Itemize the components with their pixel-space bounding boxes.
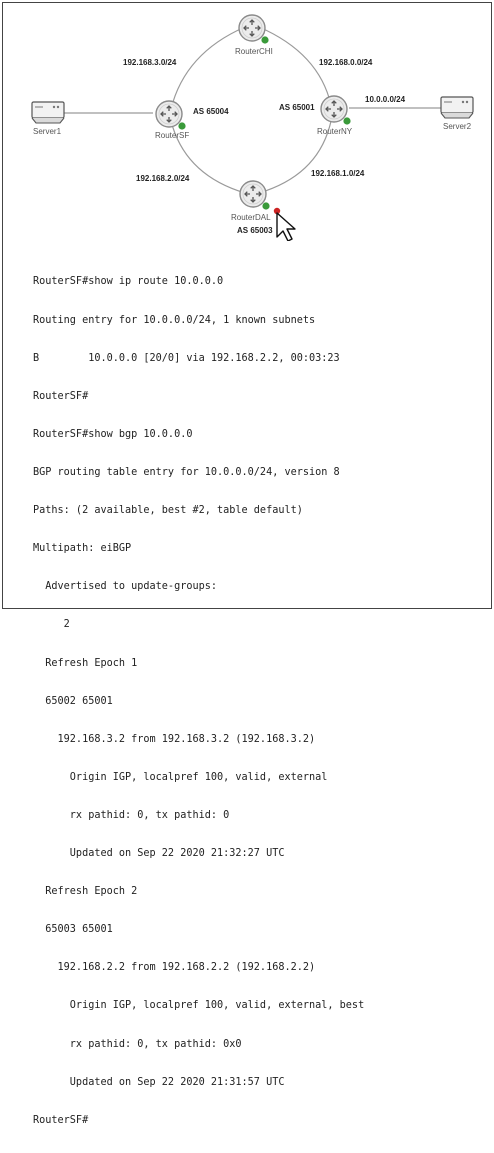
cli-line: rx pathid: 0, tx pathid: 0 xyxy=(33,809,230,821)
cli-line: rx pathid: 0, tx pathid: 0x0 xyxy=(33,1038,242,1050)
cli-line: 65002 65001 xyxy=(33,695,113,707)
router-sf-icon[interactable] xyxy=(155,100,186,130)
cli-line: Origin IGP, localpref 100, valid, extern… xyxy=(33,1000,365,1012)
cli-line: 192.168.3.2 from 192.168.3.2 (192.168.3.… xyxy=(33,733,316,745)
figure-frame: 192.168.3.0/24 192.168.0.0/24 10.0.0.0/2… xyxy=(2,2,492,1126)
cli-line: B 10.0.0.0 [20/0] via 192.168.2.2, 00:03… xyxy=(33,352,340,364)
cli-line: RouterSF# xyxy=(33,390,89,402)
router-ny-icon[interactable] xyxy=(320,95,351,125)
as-label-ny: AS 65001 xyxy=(279,103,315,112)
router-chi-icon[interactable] xyxy=(238,14,269,44)
network-topology: 192.168.3.0/24 192.168.0.0/24 10.0.0.0/2… xyxy=(3,3,491,242)
subnet-label-ny-server2: 10.0.0.0/24 xyxy=(365,95,406,104)
cli-line: Refresh Epoch 2 xyxy=(33,886,138,898)
cli-line: Updated on Sep 22 2020 21:32:27 UTC xyxy=(33,848,285,860)
subnet-label-ny-dal: 192.168.1.0/24 xyxy=(311,169,365,178)
cli-line: Refresh Epoch 1 xyxy=(33,657,138,669)
link-sf-chi xyxy=(170,26,246,110)
device-label-router-sf: RouterSF xyxy=(155,131,190,140)
cli-line: 65003 65001 xyxy=(33,924,113,936)
link-chi-ny xyxy=(258,26,332,106)
link-ny-dal xyxy=(258,120,332,194)
subnet-label-sf-chi: 192.168.3.0/24 xyxy=(123,58,177,67)
cli-line: Advertised to update-groups: xyxy=(33,581,218,593)
device-label-server2: Server2 xyxy=(443,122,472,131)
cli-line: BGP routing table entry for 10.0.0.0/24,… xyxy=(33,466,340,478)
as-label-sf: AS 65004 xyxy=(193,107,229,116)
server2-icon[interactable] xyxy=(440,96,474,119)
device-label-router-ny: RouterNY xyxy=(317,127,353,136)
device-label-router-chi: RouterCHI xyxy=(235,47,273,56)
cli-line: RouterSF#show ip route 10.0.0.0 xyxy=(33,276,224,288)
cli-output: RouterSF#show ip route 10.0.0.0 Routing … xyxy=(33,251,483,1153)
router-dal-icon[interactable] xyxy=(239,180,281,215)
mouse-pointer-icon xyxy=(276,212,296,242)
device-label-router-dal: RouterDAL xyxy=(231,213,271,222)
device-label-server1: Server1 xyxy=(33,127,62,136)
link-sf-dal xyxy=(170,120,246,194)
cli-line: Updated on Sep 22 2020 21:31:57 UTC xyxy=(33,1076,285,1088)
as-label-dal: AS 65003 xyxy=(237,226,273,235)
subnet-label-sf-dal: 192.168.2.0/24 xyxy=(136,174,190,183)
cli-line: Multipath: eiBGP xyxy=(33,543,132,555)
cli-line: Origin IGP, localpref 100, valid, extern… xyxy=(33,771,328,783)
cli-line: 2 xyxy=(33,619,70,631)
cli-line: RouterSF# xyxy=(33,1114,89,1126)
topology-svg xyxy=(31,14,474,242)
cli-line: Paths: (2 available, best #2, table defa… xyxy=(33,505,303,517)
subnet-label-chi-ny: 192.168.0.0/24 xyxy=(319,58,373,67)
cli-line: Routing entry for 10.0.0.0/24, 1 known s… xyxy=(33,314,316,326)
cli-line: 192.168.2.2 from 192.168.2.2 (192.168.2.… xyxy=(33,962,316,974)
cli-line: RouterSF#show bgp 10.0.0.0 xyxy=(33,428,193,440)
server1-icon[interactable] xyxy=(31,101,65,124)
